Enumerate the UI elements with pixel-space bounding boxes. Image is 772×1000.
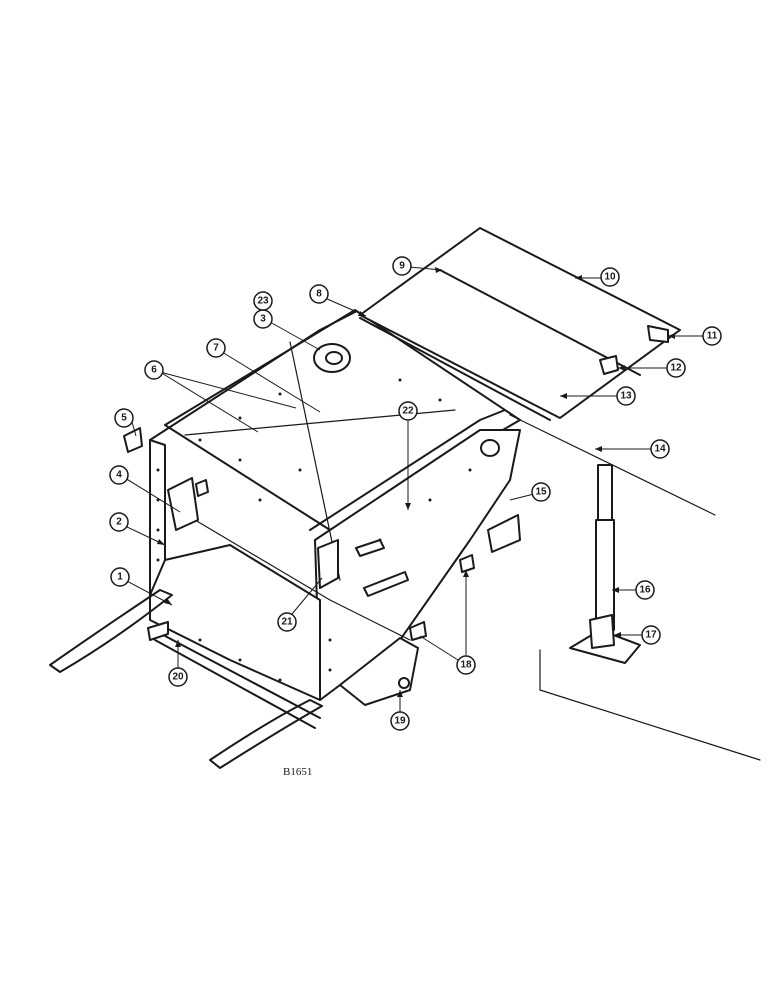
svg-text:18: 18 [460, 660, 472, 671]
svg-text:12: 12 [670, 363, 682, 374]
svg-text:3: 3 [260, 314, 266, 325]
callout-15[interactable]: 15 [531, 482, 551, 502]
cover-panel-10 [359, 227, 681, 419]
svg-text:16: 16 [639, 585, 651, 596]
callout-17[interactable]: 17 [641, 625, 661, 645]
drawing-reference: B1651 [283, 766, 312, 778]
svg-text:8: 8 [316, 289, 322, 300]
callout-4[interactable]: 4 [109, 465, 129, 485]
svg-text:10: 10 [604, 272, 616, 283]
bearing-right [480, 439, 500, 457]
svg-text:23: 23 [257, 296, 269, 307]
callout-10[interactable]: 10 [600, 267, 620, 287]
left-skid [49, 589, 173, 673]
top-rail-left [149, 311, 356, 441]
callouts: 1 2 3 4 5 6 7 8 9 10 11 12 [109, 256, 722, 731]
svg-text:21: 21 [281, 617, 293, 628]
brace-rod-d [329, 599, 411, 641]
bracket-left [167, 477, 199, 531]
svg-text:2: 2 [116, 517, 122, 528]
callout-11[interactable]: 11 [702, 326, 722, 346]
right-skid [209, 699, 323, 769]
svg-text:11: 11 [707, 331, 718, 342]
svg-text:14: 14 [654, 444, 666, 455]
lower-rail-2 [154, 639, 316, 729]
svg-text:4: 4 [116, 470, 122, 481]
callout-21[interactable]: 21 [277, 612, 297, 632]
svg-text:13: 13 [620, 391, 632, 402]
rivets [156, 378, 472, 682]
callout-5[interactable]: 5 [114, 408, 134, 428]
svg-text:17: 17 [645, 630, 657, 641]
callout-1[interactable]: 1 [110, 567, 130, 587]
jack-tube-lower [595, 519, 615, 631]
callout-6[interactable]: 6 [144, 360, 164, 380]
latch-12 [599, 355, 619, 375]
svg-text:19: 19 [394, 716, 406, 727]
channel-20 [147, 621, 169, 641]
hitch-bracket-19 [339, 637, 419, 706]
svg-text:7: 7 [213, 343, 219, 354]
bearing-bore [325, 351, 343, 365]
top-rail-right [309, 409, 506, 531]
svg-text:22: 22 [402, 406, 414, 417]
slot-plate-a [355, 539, 385, 557]
callout-19[interactable]: 19 [390, 711, 410, 731]
clip-18b [409, 621, 427, 641]
cover-assembly [359, 227, 716, 516]
hitch-hole [398, 677, 410, 689]
slot-plate-b [363, 571, 409, 597]
jack-tube-upper [597, 464, 613, 526]
callout-23[interactable]: 23 [253, 291, 273, 311]
callout-7[interactable]: 7 [206, 338, 226, 358]
svg-text:20: 20 [172, 672, 184, 683]
svg-text:5: 5 [121, 413, 127, 424]
brace-rod-c [194, 519, 331, 601]
ground-line [539, 649, 761, 761]
small-plate [195, 479, 209, 497]
brace-rod-a [289, 341, 341, 581]
callout-13[interactable]: 13 [616, 386, 636, 406]
latch-11 [647, 325, 669, 343]
callout-18[interactable]: 18 [456, 655, 476, 675]
callout-16[interactable]: 16 [635, 580, 655, 600]
callout-22[interactable]: 22 [398, 401, 418, 421]
hinge-strip-8 [359, 317, 551, 421]
callout-2[interactable]: 2 [109, 512, 129, 532]
front-panel [314, 429, 521, 701]
svg-text:15: 15 [535, 487, 547, 498]
side-strap-5 [123, 427, 143, 453]
hopper-assembly [49, 309, 521, 769]
clip-18a [459, 554, 475, 573]
callout-14[interactable]: 14 [650, 439, 670, 459]
arrowheads [157, 267, 675, 697]
bracket-15 [487, 514, 521, 553]
strap-21 [317, 539, 339, 589]
jack-stand [539, 464, 761, 761]
callout-20[interactable]: 20 [168, 667, 188, 687]
callout-3[interactable]: 3 [253, 309, 273, 329]
svg-text:6: 6 [151, 365, 157, 376]
svg-text:9: 9 [399, 261, 405, 272]
jack-bracket [589, 614, 615, 649]
callout-8[interactable]: 8 [309, 284, 329, 304]
callout-9[interactable]: 9 [392, 256, 412, 276]
callout-12[interactable]: 12 [666, 358, 686, 378]
svg-text:1: 1 [117, 572, 123, 583]
